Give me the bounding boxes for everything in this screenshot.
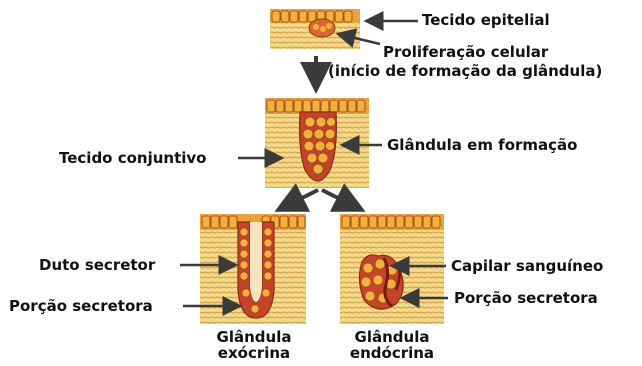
label-blood-capillary: Capilar sanguíneo bbox=[451, 257, 603, 275]
label-proliferation: Proliferação celular bbox=[383, 43, 548, 61]
arrow-to-endocrine bbox=[322, 190, 362, 210]
panel-gland-forming bbox=[265, 98, 369, 188]
arrow-to-exocrine bbox=[278, 190, 318, 210]
label-secretory-portion-right: Porção secretora bbox=[454, 289, 598, 307]
caption-exocrine: Glândula exócrina bbox=[208, 329, 300, 361]
label-secretory-portion-left: Porção secretora bbox=[9, 297, 153, 315]
exocrine-lumen bbox=[250, 222, 262, 302]
label-proliferation-note: (início de formação da glândula) bbox=[328, 62, 602, 80]
label-connective-tissue: Tecido conjuntivo bbox=[59, 149, 206, 167]
caption-endocrine-line1: Glândula bbox=[340, 329, 444, 345]
caption-endocrine: Glândula endócrina bbox=[340, 329, 444, 361]
panel-epithelium bbox=[270, 9, 360, 49]
caption-endocrine-line2: endócrina bbox=[340, 345, 444, 361]
label-secretory-duct: Duto secretor bbox=[39, 256, 155, 274]
panel-endocrine-gland bbox=[340, 214, 444, 324]
panel-exocrine-gland bbox=[200, 214, 306, 324]
label-epithelial-tissue: Tecido epitelial bbox=[422, 11, 550, 29]
caption-exocrine-line2: exócrina bbox=[208, 345, 300, 361]
caption-exocrine-line1: Glândula bbox=[208, 329, 300, 345]
label-gland-forming: Glândula em formação bbox=[387, 136, 577, 154]
